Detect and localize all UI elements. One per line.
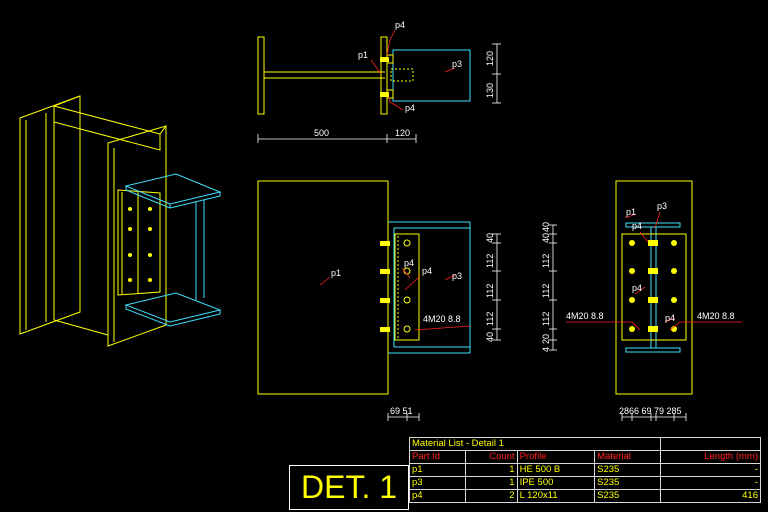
label-side-p1: p1 [626, 207, 636, 217]
isometric-view [19, 95, 222, 347]
dim-side-bottom: 2866 69 79 285 [619, 406, 682, 416]
cell-profile: HE 500 B [516, 463, 596, 477]
label-side-p4c: p4 [665, 313, 675, 323]
dim-front-112-b: 112 [485, 284, 495, 298]
cell-part: p4 [408, 489, 467, 503]
cell-material: S235 [594, 463, 661, 477]
cell-material: S235 [594, 476, 661, 490]
col-header-length: Length (mm) [660, 450, 761, 464]
side-bolts [629, 240, 677, 332]
col-header-count: Count [465, 450, 518, 464]
cell-profile: IPE 500 [516, 476, 596, 490]
detail-title-box: DET. 1 [289, 465, 409, 510]
dim-side-40b: 40 [541, 233, 551, 243]
iso-bolts [128, 207, 152, 282]
cell-profile: L 120x11 [516, 489, 596, 503]
dim-side-40: 40 [541, 222, 551, 232]
label-side-p3: p3 [657, 201, 667, 211]
cell-length: - [660, 476, 761, 490]
table-row: p1 1 HE 500 B S235 - [408, 463, 761, 477]
dim-side-20: 20 [541, 334, 551, 344]
label-side-bolts-right: 4M20 8.8 [697, 311, 735, 321]
table-header-row: Part Id Count Profile Material Length (m… [408, 450, 761, 464]
dim-front-40-bot: 40 [485, 332, 495, 342]
side-view [549, 180, 742, 421]
table-row: p3 1 IPE 500 S235 - [408, 476, 761, 490]
cell-material: S235 [594, 489, 661, 503]
material-list-caption: Material List - Detail 1 [409, 437, 661, 451]
iso-cleat [117, 189, 161, 296]
dim-side-4: 4 [541, 347, 551, 352]
front-bolts [380, 241, 390, 332]
dim-side-112-c: 112 [541, 312, 551, 326]
label-top-p4-lower: p4 [405, 103, 415, 113]
iso-beam [124, 173, 222, 327]
label-front-p3: p3 [452, 271, 462, 281]
dim-top-v-120: 120 [485, 51, 495, 66]
col-header-part: Part Id [408, 450, 467, 464]
cell-count: 1 [465, 463, 518, 477]
front-view [257, 180, 501, 421]
dim-front-bottom: 69 51 [390, 406, 413, 416]
dim-top-120: 120 [395, 128, 410, 138]
label-front-p1: p1 [331, 268, 341, 278]
dim-side-112-b: 112 [541, 284, 551, 298]
material-list-table: Material List - Detail 1 Part Id Count P… [408, 437, 761, 503]
cell-length: 416 [660, 489, 761, 503]
dim-side-112-a: 112 [541, 254, 551, 268]
label-top-p3: p3 [452, 59, 462, 69]
cell-length: - [660, 463, 761, 477]
top-view [257, 29, 501, 143]
label-top-p4-upper: p4 [395, 20, 405, 30]
label-side-p4b: p4 [632, 283, 642, 293]
cell-part: p3 [408, 476, 467, 490]
table-row: p4 2 L 120x11 S235 416 [408, 489, 761, 503]
iso-column [19, 95, 167, 347]
col-header-material: Material [594, 450, 661, 464]
col-header-profile: Profile [516, 450, 596, 464]
cell-count: 1 [465, 476, 518, 490]
dim-front-112-c: 112 [485, 312, 495, 326]
dim-top-v-130: 130 [485, 83, 495, 98]
detail-title: DET. 1 [300, 469, 398, 505]
label-side-bolts-left: 4M20 8.8 [566, 311, 604, 321]
label-front-p4b: p4 [422, 266, 432, 276]
label-front-p4a: p4 [404, 258, 414, 268]
cell-part: p1 [408, 463, 467, 477]
label-top-p1: p1 [358, 50, 368, 60]
dim-front-112-a: 112 [485, 254, 495, 268]
dim-front-40-top: 40 [485, 233, 495, 243]
dim-top-500: 500 [314, 128, 329, 138]
cell-count: 2 [465, 489, 518, 503]
label-front-bolts: 4M20 8.8 [423, 314, 461, 324]
label-side-p4a: p4 [632, 221, 642, 231]
caption-empty-cell [660, 437, 761, 451]
